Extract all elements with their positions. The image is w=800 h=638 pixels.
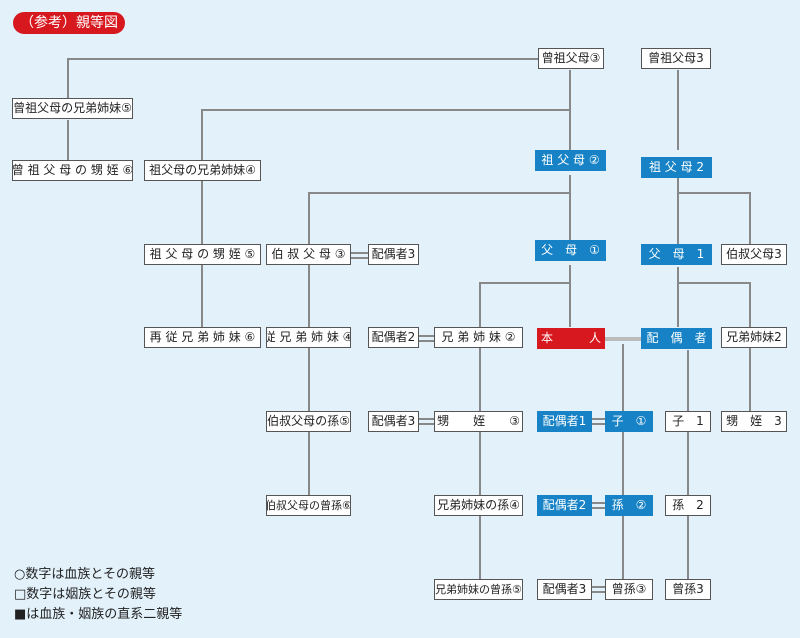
legend-blood-relatives: ○数字は血族とその親等 bbox=[14, 567, 155, 582]
siblings-great-grandchildren-box: 兄弟姉妹の曾孫⑤ bbox=[434, 579, 523, 600]
great-grandparents-siblings-box: 曾祖父母の兄弟姉妹⑤ bbox=[12, 98, 133, 119]
grandchild-spouse-box: 配偶者2 bbox=[537, 495, 592, 516]
grandparents-box: 祖 父 母 ② bbox=[535, 150, 606, 171]
parents-in-law-box: 父 母 1 bbox=[641, 244, 712, 265]
parents-box: 父 母 ① bbox=[535, 240, 606, 261]
great-grandchild-spouse-box: 配偶者3 bbox=[537, 579, 592, 600]
grandparents-in-law-box: 祖 父 母 2 bbox=[641, 157, 712, 178]
cousins-box: 従 兄 弟 姉 妹 ④ bbox=[266, 327, 351, 348]
great-grandparents-box: 曾祖父母③ bbox=[538, 48, 604, 69]
great-grandparents-nephews-box: 曾 祖 父 母 の 甥 姪 ⑥ bbox=[12, 160, 133, 181]
uncles-aunts-great-grandchildren-box: 伯叔父母の曾孫⑥ bbox=[266, 495, 351, 516]
great-grandchild-in-law-box: 曾孫3 bbox=[665, 579, 711, 600]
second-cousins-box: 再 従 兄 弟 姉 妹 ⑥ bbox=[144, 327, 261, 348]
siblings-grandchildren-box: 兄弟姉妹の孫④ bbox=[434, 495, 523, 516]
uncles-aunts-grandchildren-box: 伯叔父母の孫⑤ bbox=[266, 411, 351, 432]
grandparents-siblings-box: 祖父母の兄弟姉妹④ bbox=[144, 160, 261, 181]
grandchild-in-law-box: 孫 2 bbox=[665, 495, 711, 516]
grandchild-box: 孫 ② bbox=[605, 495, 653, 516]
child-box: 子 ① bbox=[605, 411, 653, 432]
siblings-spouse-box: 配偶者2 bbox=[368, 327, 419, 348]
legend: ○数字は血族とその親等 □数字は姻族とその親等 ■は血族・姻族の直系二親等 bbox=[14, 565, 182, 625]
diagram-title: （参考）親等図 bbox=[13, 12, 125, 34]
legend-affinity-relatives: □数字は姻族とその親等 bbox=[14, 587, 156, 602]
great-grandparents-in-law-box: 曾祖父母3 bbox=[641, 48, 711, 69]
nephews-in-law-box: 甥 姪 3 bbox=[721, 411, 787, 432]
nephews-nieces-box: 甥 姪 ③ bbox=[434, 411, 523, 432]
child-spouse-box: 配偶者1 bbox=[537, 411, 592, 432]
grandparents-nephews-box: 祖 父 母 の 甥 姪 ⑤ bbox=[144, 244, 261, 265]
uncles-aunts-box: 伯 叔 父 母 ③ bbox=[266, 244, 351, 265]
siblings-in-law-box: 兄弟姉妹2 bbox=[721, 327, 787, 348]
uncles-aunts-spouse-box: 配偶者3 bbox=[368, 244, 419, 265]
uncles-aunts-in-law-box: 伯叔父母3 bbox=[721, 244, 787, 265]
child-in-law-box: 子 1 bbox=[665, 411, 711, 432]
spouse-box: 配 偶 者 bbox=[641, 328, 712, 349]
self-box: 本 人 bbox=[537, 328, 605, 349]
siblings-box: 兄 弟 姉 妹 ② bbox=[434, 327, 523, 348]
great-grandchild-box: 曾孫③ bbox=[605, 579, 653, 600]
legend-direct-line: ■は血族・姻族の直系二親等 bbox=[14, 607, 183, 622]
nephews-spouse-box: 配偶者3 bbox=[368, 411, 419, 432]
